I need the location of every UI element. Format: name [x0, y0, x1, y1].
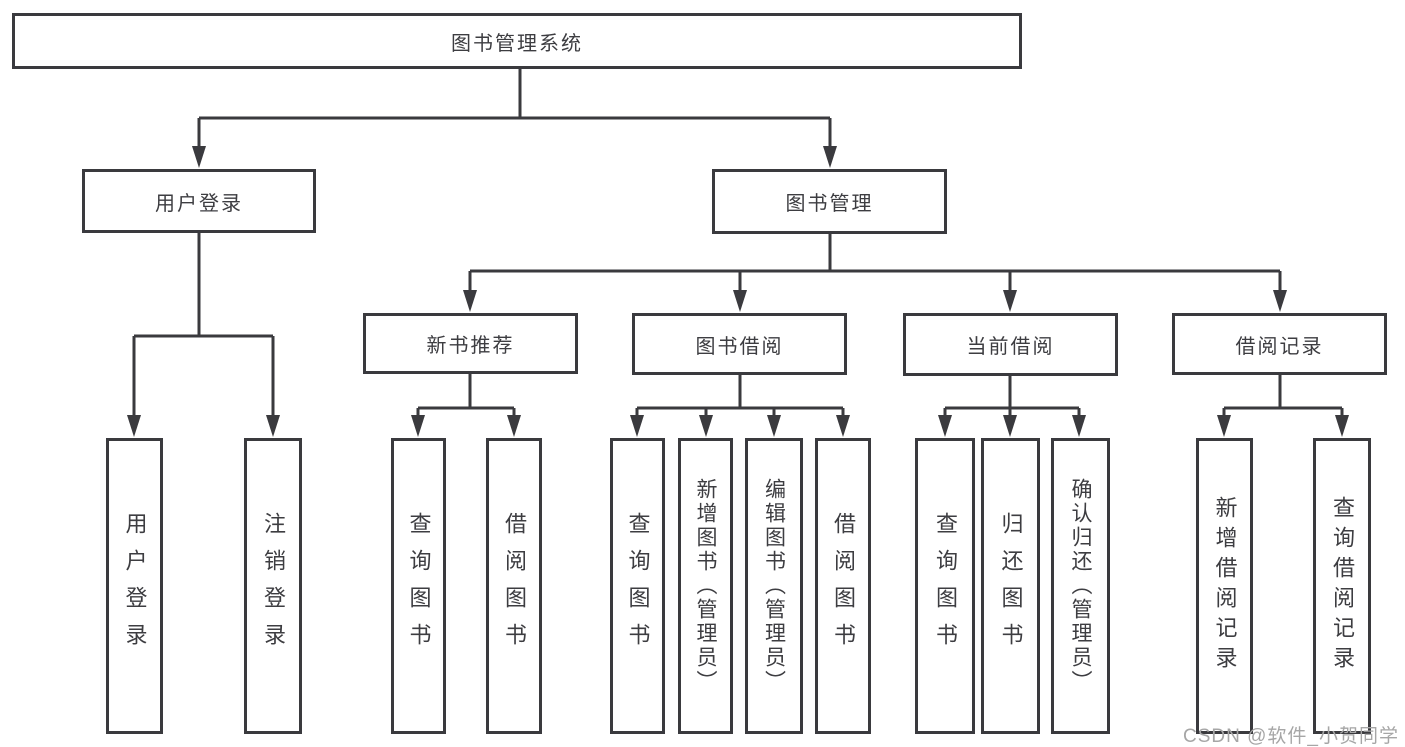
leaf-nbr-query-books: 查询图书	[391, 438, 446, 734]
leaf-bb-borrow-books: 借阅图书	[815, 438, 871, 734]
leaf-bb-add-books-admin: 新增图书（管理员）	[678, 438, 733, 734]
node-book-borrow: 图书借阅	[632, 313, 847, 375]
leaf-logout: 注销登录	[244, 438, 302, 734]
csdn-watermark: CSDN @软件_小贺同学	[1183, 726, 1399, 747]
leaf-nbr-borrow-books: 借阅图书	[486, 438, 542, 734]
node-book-management: 图书管理	[712, 169, 947, 234]
node-current-borrow: 当前借阅	[903, 313, 1118, 376]
leaf-bb-edit-books-admin: 编辑图书（管理员）	[745, 438, 803, 734]
arrowheads	[127, 146, 1349, 437]
node-user-login: 用户登录	[82, 169, 316, 233]
leaf-cb-return-books: 归还图书	[981, 438, 1040, 734]
leaf-br-add-record: 新增借阅记录	[1196, 438, 1253, 734]
node-root: 图书管理系统	[12, 13, 1022, 69]
leaf-cb-query-books: 查询图书	[915, 438, 975, 734]
node-new-book-recommend: 新书推荐	[363, 313, 578, 374]
leaf-bb-query-books: 查询图书	[610, 438, 665, 734]
leaf-cb-confirm-return-admin: 确认归还（管理员）	[1051, 438, 1110, 734]
leaf-user-login: 用户登录	[106, 438, 163, 734]
leaf-br-query-record: 查询借阅记录	[1313, 438, 1371, 734]
node-borrow-record: 借阅记录	[1172, 313, 1387, 375]
